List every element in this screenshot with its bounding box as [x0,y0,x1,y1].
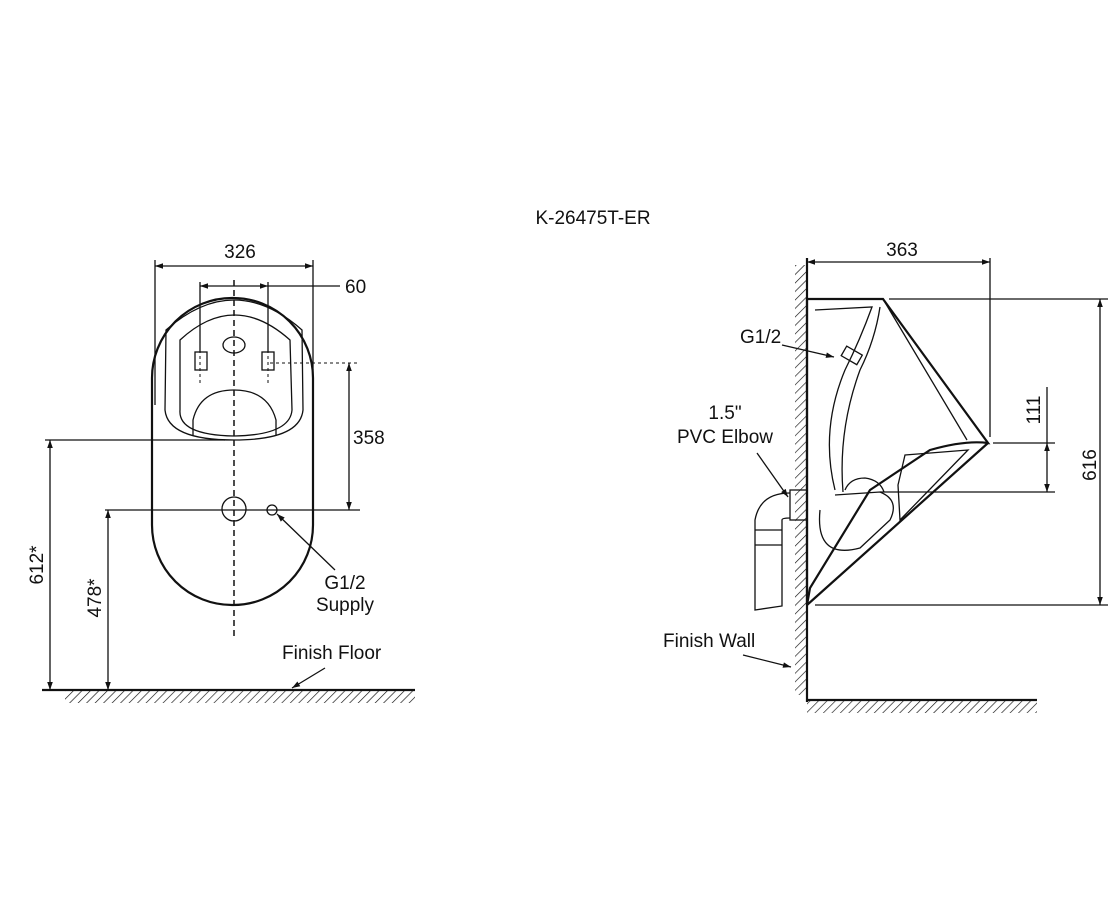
front-view: 326 60 358 612* 478* G1/2 Supply Finish … [27,242,415,703]
rear-cavity [897,449,970,522]
inlet-fitting [840,345,864,366]
dim-spacing: 60 [345,277,366,298]
wall-label: Finish Wall [663,631,755,652]
dim-depth: 363 [886,240,918,261]
drawing-title: K-26475T-ER [535,208,650,229]
flush-channel [814,306,873,491]
supply-label-1: G1/2 [324,573,365,594]
drain-outlet [221,496,247,522]
pvc-elbow [754,492,791,611]
basin-inner-rim [179,314,293,437]
elbow-label-2: PVC Elbow [677,427,773,448]
mounting-bracket-right [261,350,275,385]
dim-478: 478* [85,578,106,618]
floor-label: Finish Floor [282,643,382,664]
urinal-body-front [150,296,315,607]
trap [818,491,894,551]
dim-height: 616 [1080,449,1101,481]
basin-outer-rim [164,299,304,441]
side-view: 363 616 111 G1/2 1.5" PVC Elbow Finish W… [663,240,1108,713]
mounting-bracket-left [194,350,208,385]
urinal-body-side [805,297,991,606]
dim-111: 111 [1024,396,1045,425]
dim-358: 358 [353,428,385,449]
dim-width: 326 [224,242,256,263]
inlet-label: G1/2 [740,327,781,348]
elbow-label-1: 1.5" [708,403,741,424]
elbow-collar [789,489,808,521]
supply-label-2: Supply [316,595,375,616]
dim-612: 612* [27,545,48,585]
